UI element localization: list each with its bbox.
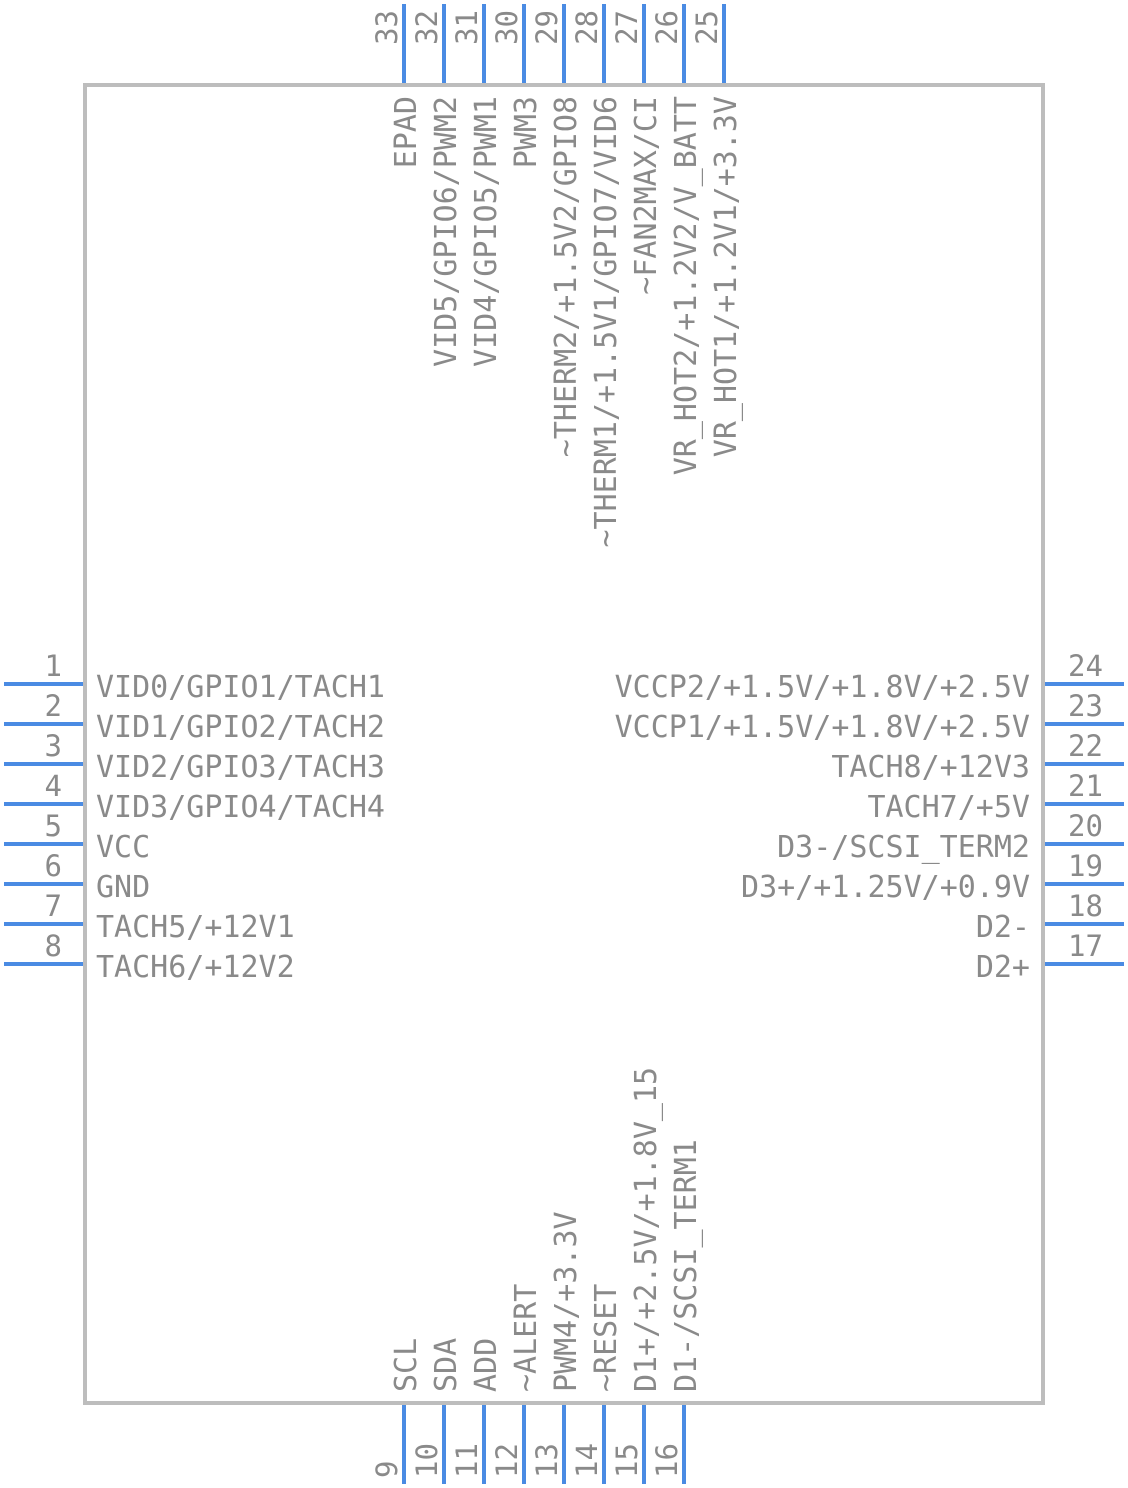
pin-6-label: GND	[96, 870, 150, 905]
pin-6-number: 6	[45, 849, 62, 883]
pin-23-label: VCCP1/+1.5V/+1.8V/+2.5V	[615, 710, 1030, 745]
pin-7-number: 7	[45, 889, 62, 923]
pin-4-label: VID3/GPIO4/TACH4	[96, 790, 385, 825]
pin-28-label: ~THERM1/+1.5V1/GPIO7/VID6	[589, 96, 624, 548]
pin-19-number: 19	[1068, 849, 1103, 883]
pin-31-label: VID4/GPIO5/PWM1	[469, 96, 504, 367]
pin-26-number: 26	[650, 10, 684, 45]
pin-7-label: TACH5/+12V1	[96, 910, 295, 945]
pin-30-label: PWM3	[509, 96, 544, 168]
pin-27-number: 27	[610, 10, 644, 45]
pin-32-number: 32	[410, 10, 444, 45]
pin-1-label: VID0/GPIO1/TACH1	[96, 670, 385, 705]
pin-21-label: TACH7/+5V	[867, 790, 1030, 825]
pin-30-number: 30	[490, 10, 524, 45]
pin-9-label: SCL	[389, 1338, 424, 1392]
pin-33-label: EPAD	[389, 96, 424, 168]
pin-20-number: 20	[1068, 809, 1103, 843]
pin-16-number: 16	[650, 1443, 684, 1478]
pin-24-number: 24	[1068, 649, 1103, 683]
pin-11-label: ADD	[469, 1338, 504, 1392]
pin-10-number: 10	[410, 1443, 444, 1478]
pin-15-number: 15	[610, 1443, 644, 1478]
pin-10-label: SDA	[429, 1338, 464, 1392]
pin-19-label: D3+/+1.25V/+0.9V	[741, 870, 1030, 905]
pin-5-label: VCC	[96, 830, 150, 865]
pin-13-number: 13	[530, 1443, 564, 1478]
pin-26-label: VR_HOT2/+1.2V2/V_BATT	[669, 96, 704, 475]
pin-18-label: D2-	[976, 910, 1030, 945]
pin-12-number: 12	[490, 1443, 524, 1478]
chip-body	[83, 83, 1045, 1405]
pin-29-number: 29	[530, 10, 564, 45]
pin-9-number: 9	[370, 1461, 404, 1478]
pin-13-label: PWM4/+3.3V	[549, 1211, 584, 1392]
pin-8-label: TACH6/+12V2	[96, 950, 295, 985]
pin-11-number: 11	[450, 1443, 484, 1478]
pin-24-label: VCCP2/+1.5V/+1.8V/+2.5V	[615, 670, 1030, 705]
pin-21-number: 21	[1068, 769, 1103, 803]
pin-33-number: 33	[370, 10, 404, 45]
pin-17-label: D2+	[976, 950, 1030, 985]
pin-2-label: VID1/GPIO2/TACH2	[96, 710, 385, 745]
pin-23-number: 23	[1068, 689, 1103, 723]
pin-5-number: 5	[45, 809, 62, 843]
pin-25-number: 25	[690, 10, 724, 45]
pin-4-number: 4	[45, 769, 62, 803]
pin-14-label: ~RESET	[589, 1284, 624, 1392]
pin-3-label: VID2/GPIO3/TACH3	[96, 750, 385, 785]
pin-2-number: 2	[45, 689, 62, 723]
pin-22-label: TACH8/+12V3	[831, 750, 1030, 785]
pin-28-number: 28	[570, 10, 604, 45]
pin-8-number: 8	[45, 929, 62, 963]
pin-25-label: VR_HOT1/+1.2V1/+3.3V	[709, 96, 744, 457]
pin-18-number: 18	[1068, 889, 1103, 923]
pin-22-number: 22	[1068, 729, 1103, 763]
pin-3-number: 3	[45, 729, 62, 763]
pin-32-label: VID5/GPIO6/PWM2	[429, 96, 464, 367]
pin-12-label: ~ALERT	[509, 1284, 544, 1392]
pin-27-label: ~FAN2MAX/CI	[629, 96, 664, 295]
pin-14-number: 14	[570, 1443, 604, 1478]
pin-1-number: 1	[45, 649, 62, 683]
pin-20-label: D3-/SCSI_TERM2	[777, 830, 1030, 865]
pin-16-label: D1-/SCSI_TERM1	[669, 1139, 704, 1392]
pin-15-label: D1+/+2.5V/+1.8V_15	[629, 1067, 664, 1392]
pin-17-number: 17	[1068, 929, 1103, 963]
pin-31-number: 31	[450, 10, 484, 45]
pin-29-label: ~THERM2/+1.5V2/GPIO8	[549, 96, 584, 457]
